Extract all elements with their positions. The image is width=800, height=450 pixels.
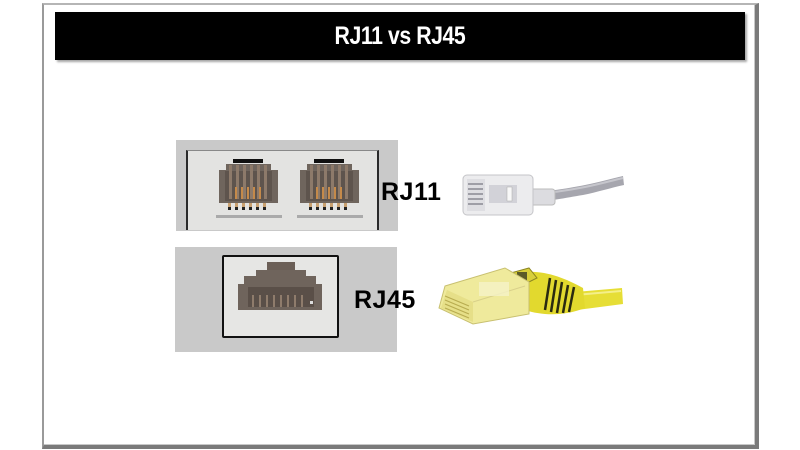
rj45-jack-frame [222, 255, 339, 338]
rj11-recess [186, 150, 379, 230]
rj11-wall-panel [176, 140, 398, 231]
title-bar: RJ11 vs RJ45 [55, 12, 745, 60]
rj11-jack-icon [212, 159, 285, 219]
rj45-plug-icon [438, 267, 623, 325]
rj45-wall-panel [175, 247, 397, 352]
slide-title: RJ11 vs RJ45 [334, 21, 466, 50]
rj11-plug-icon [462, 174, 624, 216]
slide-frame [42, 3, 759, 449]
rj45-label: RJ45 [354, 286, 416, 314]
rj45-jack-icon [238, 262, 322, 310]
rj11-jack-icon [293, 159, 366, 219]
rj11-label: RJ11 [381, 178, 442, 206]
